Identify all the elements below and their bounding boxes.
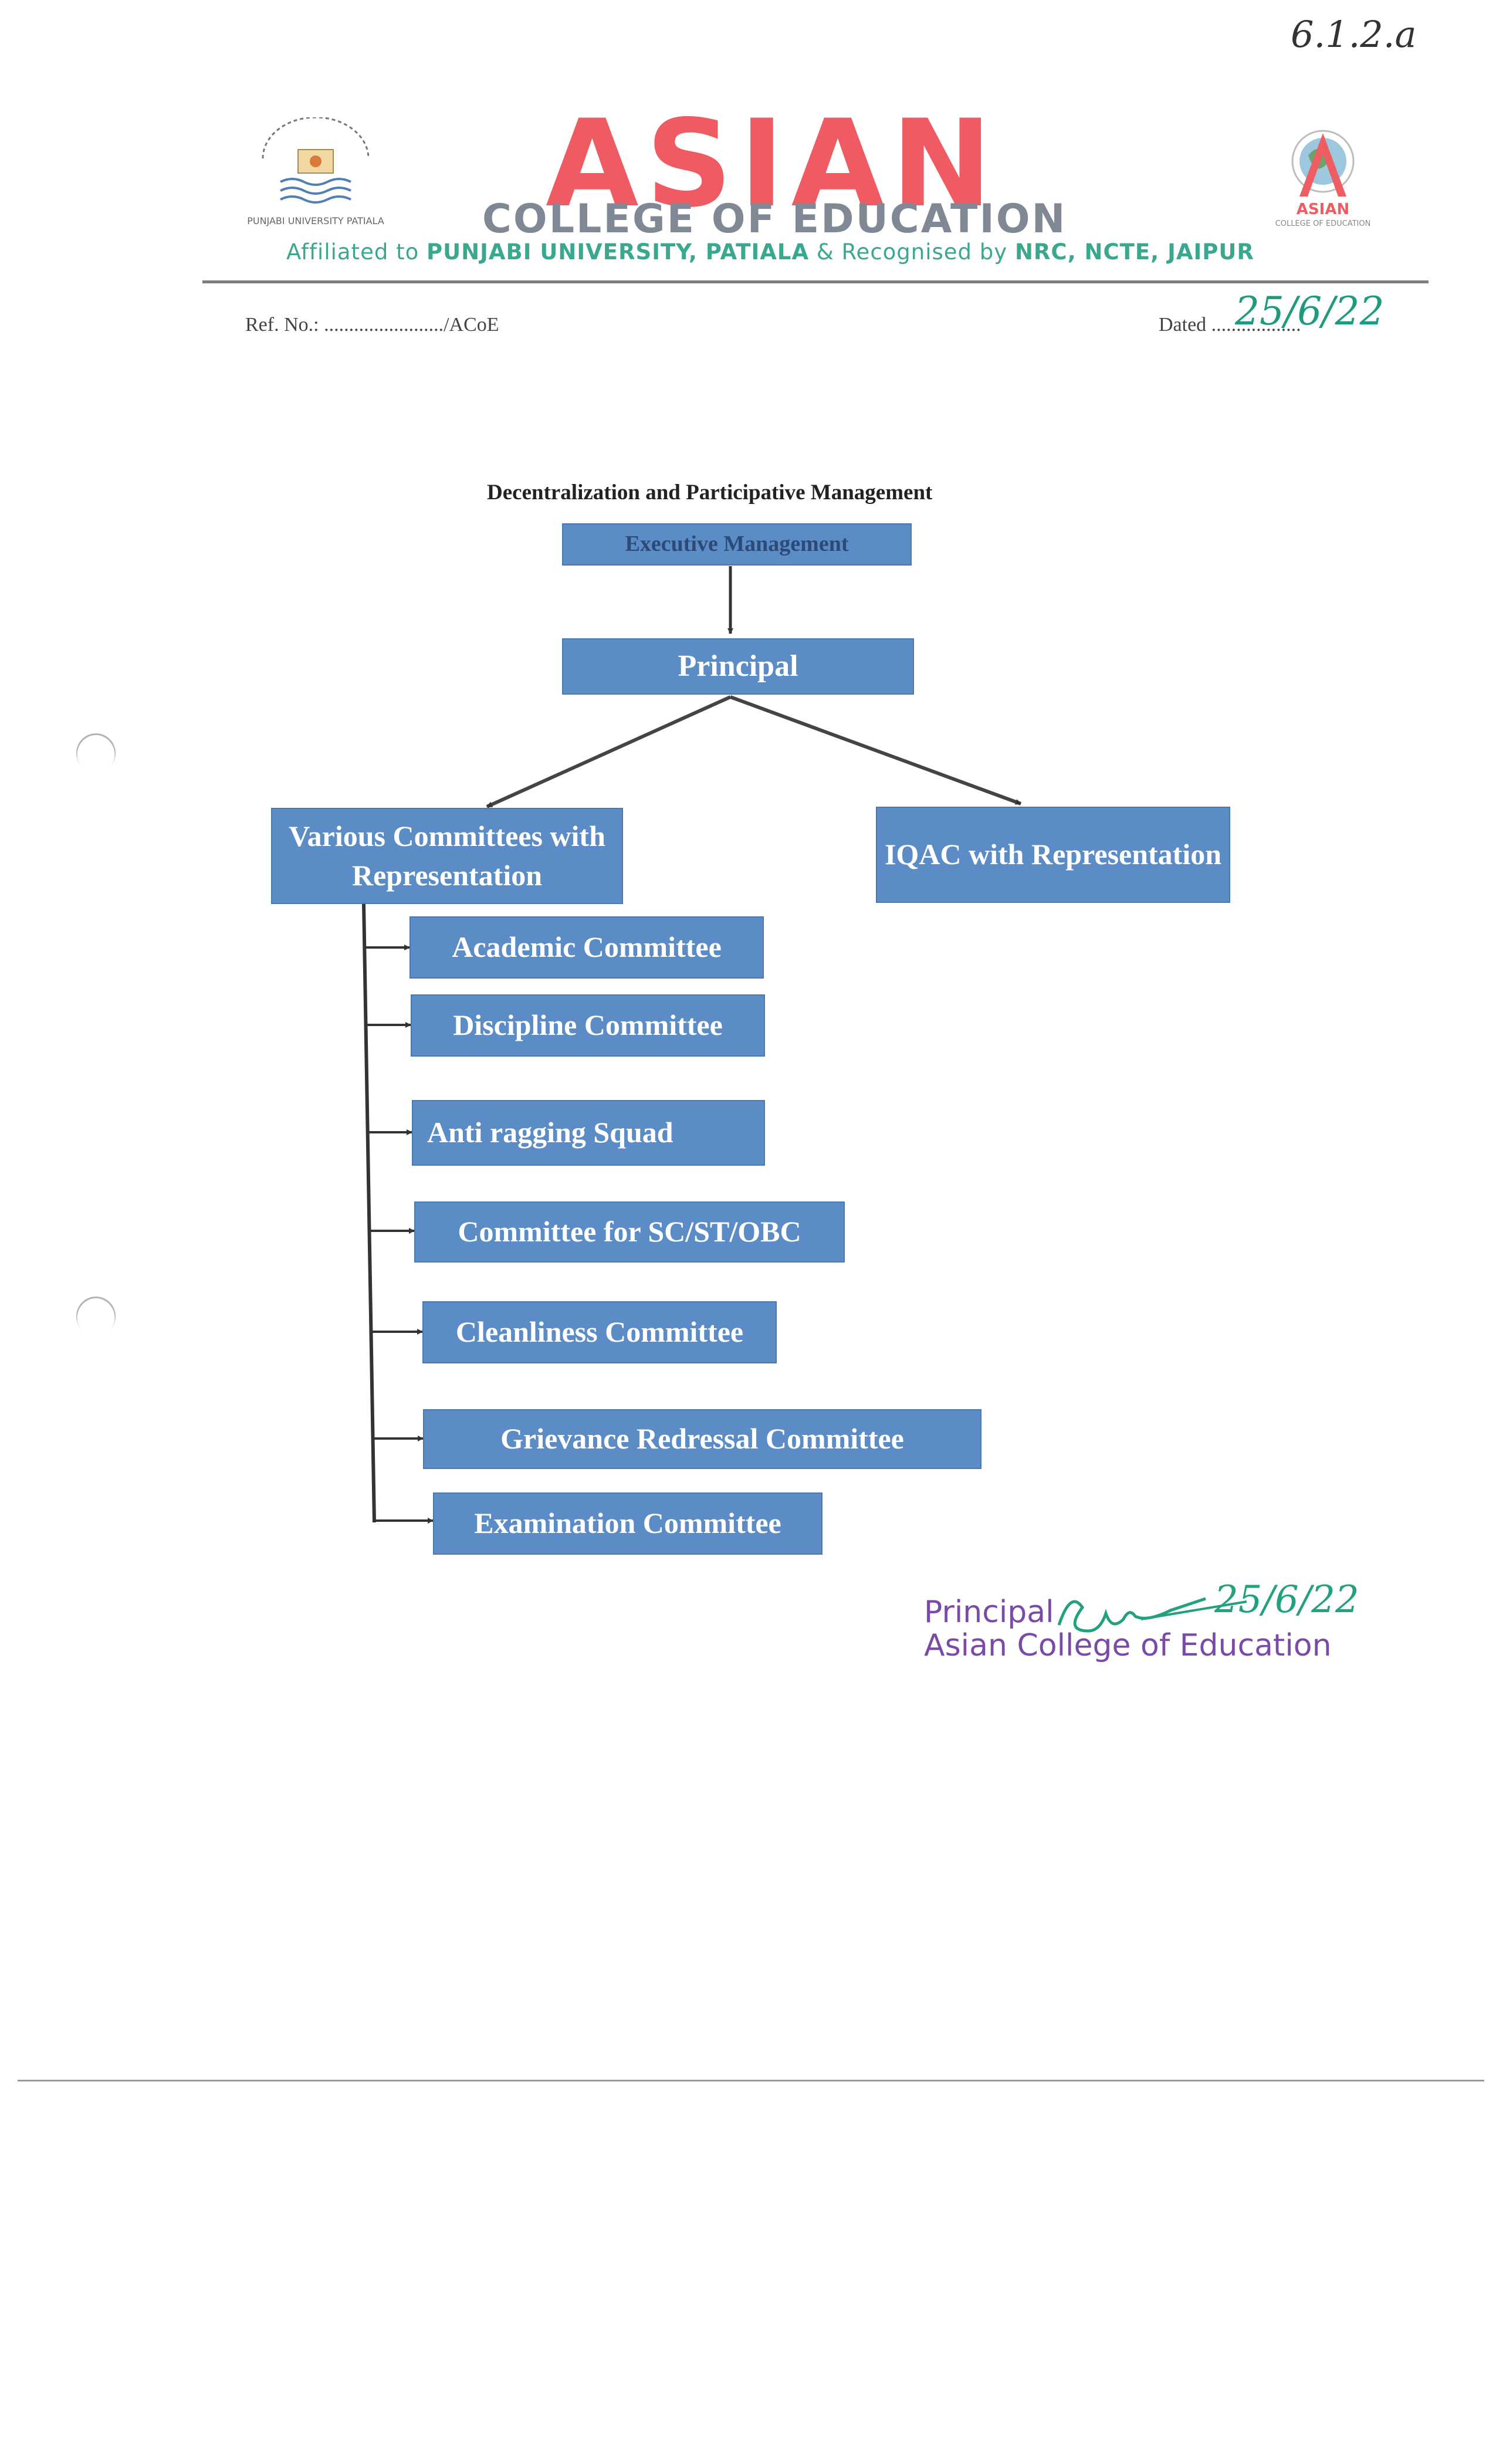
box-anti-ragging-squad: Anti ragging Squad xyxy=(412,1100,765,1166)
affiliation-university: PUNJABI UNIVERSITY, PATIALA xyxy=(426,239,810,265)
reference-number: Ref. No.: ......................../ACoE xyxy=(245,314,499,336)
dated-label: Dated .................. xyxy=(1159,314,1301,336)
left-logo-caption: PUNJABI UNIVERSITY PATIALA xyxy=(247,215,384,226)
affiliation-prefix: Affiliated to xyxy=(286,239,427,265)
stamp-line-2: Asian College of Education xyxy=(924,1628,1332,1664)
box-sc-st-obc-committee: Committee for SC/ST/OBC xyxy=(414,1201,845,1263)
box-executive-management: Executive Management xyxy=(562,523,912,566)
document-code: 6.1.2.a xyxy=(1291,13,1417,56)
box-principal: Principal xyxy=(562,638,914,695)
dated-handwritten: 25/6/22 xyxy=(1235,289,1385,334)
box-examination-committee: Examination Committee xyxy=(433,1492,823,1555)
signature-date: 25/6/22 xyxy=(1214,1578,1359,1622)
box-cleanliness-committee: Cleanliness Committee xyxy=(422,1301,777,1363)
box-academic-committee: Academic Committee xyxy=(409,916,764,979)
box-grievance-redressal-committee: Grievance Redressal Committee xyxy=(423,1409,981,1469)
header-rule xyxy=(202,280,1429,283)
affiliation-line: Affiliated to PUNJABI UNIVERSITY, PATIAL… xyxy=(286,239,1254,265)
box-iqac: IQAC with Representation xyxy=(876,807,1230,903)
principal-stamp: Principal Asian College of Education xyxy=(924,1595,1332,1664)
affiliation-bodies: NRC, NCTE, JAIPUR xyxy=(1014,239,1254,265)
right-logo-text: ASIAN xyxy=(1297,201,1349,218)
committees-spine xyxy=(362,903,376,1523)
handwritten-signature xyxy=(1057,1597,1247,1633)
box-various-committees: Various Committees with Representation xyxy=(271,808,623,904)
college-short-name: ASIAN xyxy=(546,94,999,234)
affiliation-mid: & Recognised by xyxy=(809,239,1015,265)
punjabi-university-logo: PUNJABI UNIVERSITY PATIALA xyxy=(247,117,384,226)
connector-principal-committees xyxy=(486,695,732,808)
college-full-name: COLLEGE OF EDUCATION xyxy=(482,196,1067,242)
connector-principal-iqac xyxy=(729,695,1022,805)
right-logo-caption: COLLEGE OF EDUCATION xyxy=(1275,219,1371,228)
stamp-line-1: Principal xyxy=(924,1595,1054,1630)
box-discipline-committee: Discipline Committee xyxy=(411,994,765,1057)
chart-title: Decentralization and Participative Manag… xyxy=(487,480,933,505)
asian-college-logo: ASIAN COLLEGE OF EDUCATION xyxy=(1275,130,1371,228)
